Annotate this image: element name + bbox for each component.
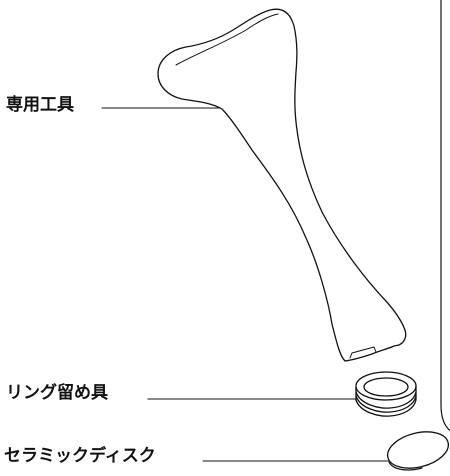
special-tool-outline [157, 8, 407, 362]
tool-head-detail [175, 13, 279, 66]
retaining-ring-drawing [355, 371, 417, 417]
ceramic-disc-drawing [386, 431, 450, 471]
label-special-tool: 専用工具 [6, 95, 74, 115]
frame-line [440, 0, 450, 432]
tool-bottom-detail [349, 346, 377, 359]
label-ceramic-disc: セラミックディスク [4, 446, 156, 466]
label-retaining-ring: リング留め具 [6, 383, 108, 403]
